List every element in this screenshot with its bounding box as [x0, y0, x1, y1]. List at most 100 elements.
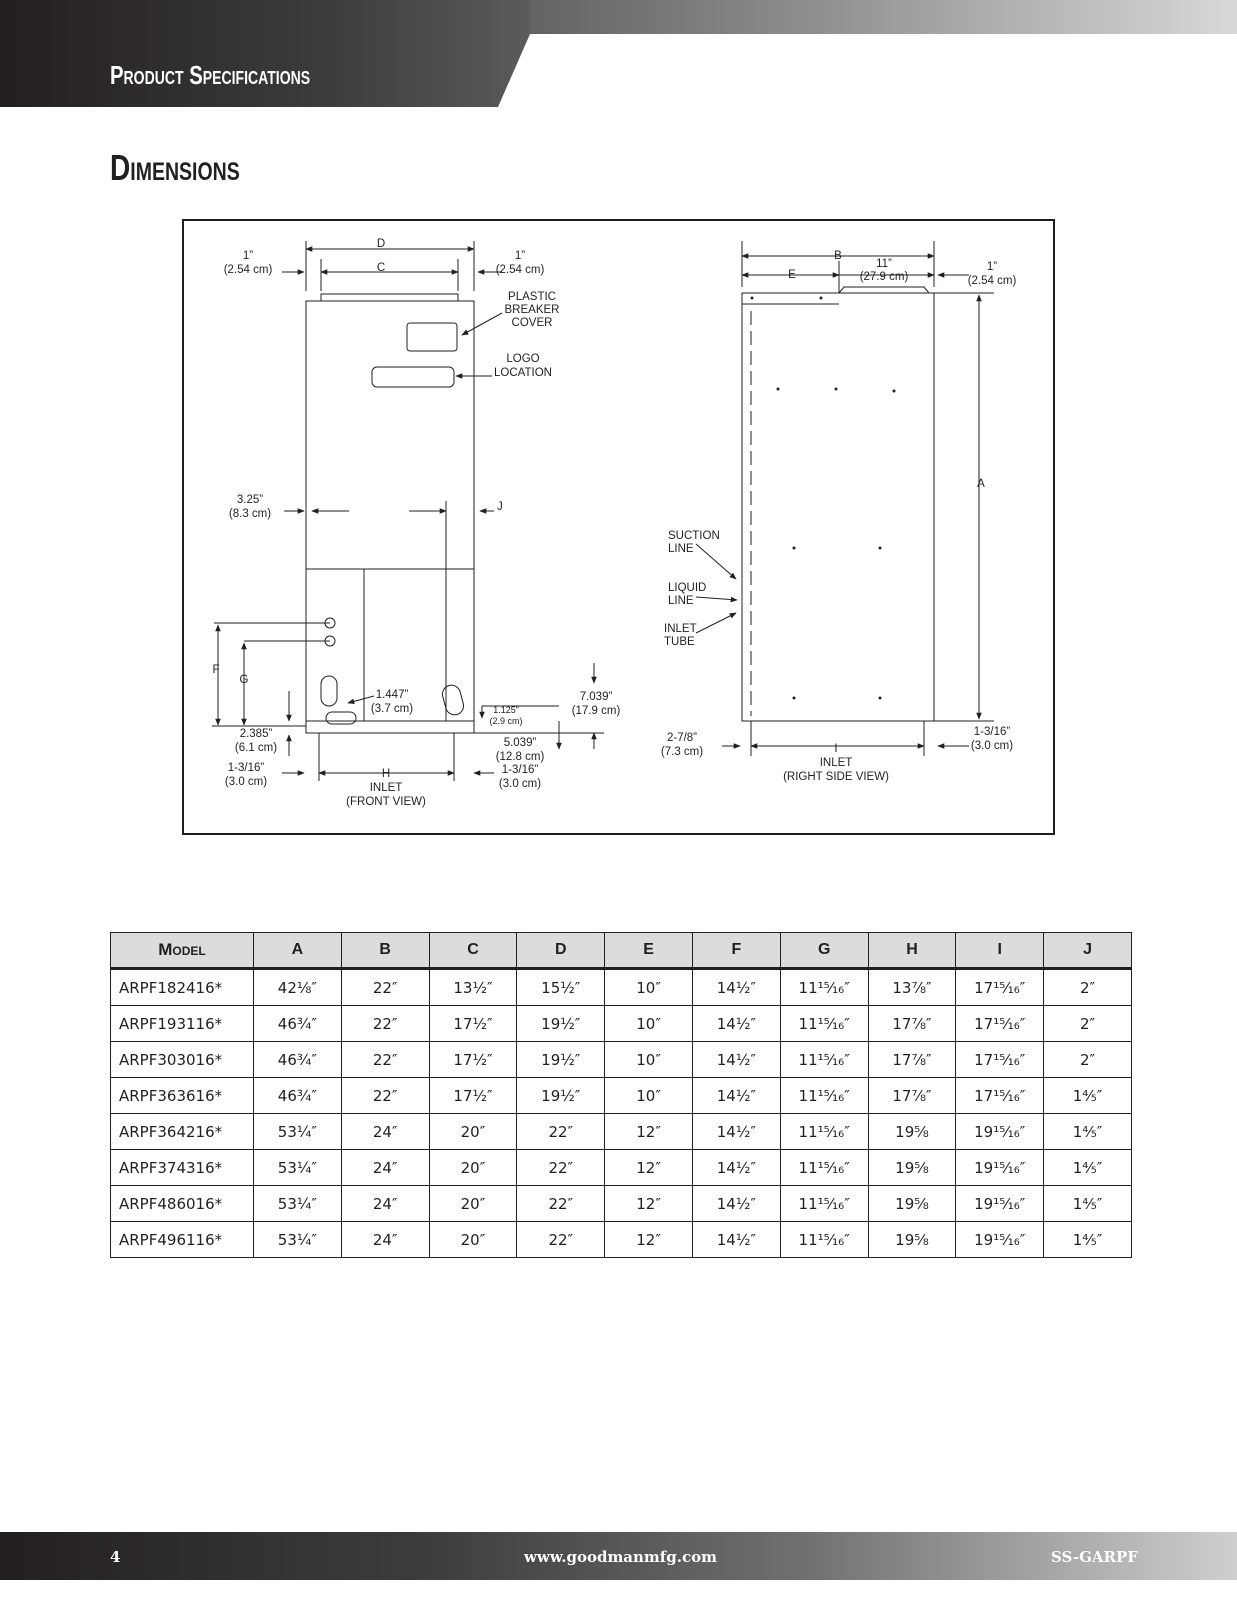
- dimension-cell: 19⅝: [867, 1185, 957, 1222]
- dimension-cell: 2″: [1043, 968, 1132, 1006]
- dimension-cell: 14½″: [691, 1041, 781, 1078]
- dimension-cell: 19¹⁵⁄₁₆″: [955, 1185, 1045, 1222]
- dimension-cell: 46¾″: [253, 1005, 342, 1042]
- dimension-cell: 20″: [428, 1185, 518, 1222]
- label-i: I: [834, 743, 837, 755]
- col-header-h: H: [867, 932, 957, 970]
- col-header-d: D: [516, 932, 606, 970]
- dimension-cell: 1⁴⁄₅″: [1043, 1149, 1132, 1186]
- dimensions-diagram: D C 1” (2.54 cm) 1” (2.54 cm) PLASTIC BR…: [182, 219, 1055, 835]
- label-j: J: [497, 501, 503, 513]
- col-header-i: I: [955, 932, 1045, 970]
- label-1-3-16-left-cm: (3.0 cm): [225, 776, 267, 788]
- dimension-cell: 53¼″: [253, 1113, 342, 1150]
- label-7-039: 7.039”: [580, 691, 613, 703]
- label-7-039-cm: (17.9 cm): [572, 705, 621, 717]
- col-header-f: F: [691, 932, 781, 970]
- model-cell: ARPF303016*: [110, 1041, 254, 1078]
- table-header-row: Model A B C D E F G H I J: [110, 932, 1132, 970]
- dimension-cell: 12″: [604, 1185, 693, 1222]
- dimension-cell: 20″: [428, 1149, 518, 1186]
- front-top-flange: [320, 293, 459, 302]
- logo-location-shape: [371, 366, 455, 388]
- dimension-cell: 22″: [340, 968, 430, 1006]
- label-plastic: PLASTIC: [508, 291, 556, 303]
- footer-url: www.goodmanmfg.com: [524, 1548, 717, 1566]
- dimension-cell: 12″: [604, 1113, 693, 1150]
- dimension-cell: 19¹⁵⁄₁₆″: [955, 1149, 1045, 1186]
- label-suction: SUCTION: [668, 530, 720, 542]
- label-side-1-3-16-cm: (3.0 cm): [971, 740, 1013, 752]
- dimension-cell: 19½″: [516, 1041, 606, 1078]
- dimension-cell: 1⁴⁄₅″: [1043, 1221, 1132, 1258]
- dimension-cell: 14½″: [691, 1113, 781, 1150]
- dimension-cell: 24″: [340, 1113, 430, 1150]
- label-inlet-tube-1: INLET: [664, 623, 697, 635]
- model-cell: ARPF496116*: [110, 1221, 254, 1258]
- table-row: ARPF374316*53¼″24″20″22″12″14½″11¹⁵⁄₁₆″1…: [110, 1149, 1132, 1186]
- dimension-cell: 11¹⁵⁄₁₆″: [779, 1041, 869, 1078]
- dimension-cell: 42⅛″: [253, 968, 342, 1006]
- dimension-cell: 11¹⁵⁄₁₆″: [779, 1185, 869, 1222]
- dimension-cell: 14½″: [691, 1077, 781, 1114]
- label-1-447-cm: (3.7 cm): [371, 703, 413, 715]
- dimension-cell: 19⅝: [867, 1149, 957, 1186]
- col-header-j: J: [1043, 932, 1132, 970]
- dimension-cell: 22″: [340, 1005, 430, 1042]
- dimension-cell: 19½″: [516, 1005, 606, 1042]
- label-1in-left: 1”: [243, 250, 253, 262]
- dimension-cell: 14½″: [691, 1185, 781, 1222]
- dimension-cell: 14½″: [691, 968, 781, 1006]
- dimension-cell: 11¹⁵⁄₁₆″: [779, 1149, 869, 1186]
- col-header-e: E: [604, 932, 693, 970]
- label-1-447: 1.447”: [376, 689, 409, 701]
- dimension-cell: 14½″: [691, 1005, 781, 1042]
- label-breaker: BREAKER: [505, 304, 560, 316]
- dimension-cell: 11¹⁵⁄₁₆″: [779, 1221, 869, 1258]
- dimension-cell: 19⅝: [867, 1221, 957, 1258]
- dimension-cell: 14½″: [691, 1221, 781, 1258]
- front-cabinet-outline: [305, 300, 475, 734]
- col-header-model: Model: [110, 932, 254, 970]
- label-d: D: [377, 238, 385, 250]
- model-cell: ARPF374316*: [110, 1149, 254, 1186]
- dimension-cell: 17⅞″: [867, 1005, 957, 1042]
- dimension-cell: 17¹⁵⁄₁₆″: [955, 1077, 1045, 1114]
- dimension-cell: 19¹⁵⁄₁₆″: [955, 1113, 1045, 1150]
- dimension-cell: 53¼″: [253, 1185, 342, 1222]
- label-1in-right: 1”: [515, 250, 525, 262]
- model-cell: ARPF193116*: [110, 1005, 254, 1042]
- dimension-cell: 13½″: [428, 968, 518, 1006]
- page-number: 4: [110, 1548, 121, 1566]
- dimension-cell: 12″: [604, 1149, 693, 1186]
- dimension-cell: 11¹⁵⁄₁₆″: [779, 1113, 869, 1150]
- table-row: ARPF486016*53¼″24″20″22″12″14½″11¹⁵⁄₁₆″1…: [110, 1185, 1132, 1222]
- label-5-039-cm: (12.8 cm): [496, 751, 545, 763]
- dimensions-table: Model A B C D E F G H I J ARPF182416*42⅛…: [110, 932, 1132, 1258]
- label-a: A: [977, 478, 985, 490]
- dimension-cell: 2″: [1043, 1041, 1132, 1078]
- diagram-drawing: D C 1” (2.54 cm) 1” (2.54 cm) PLASTIC BR…: [212, 238, 1016, 808]
- label-3-25: 3.25”: [237, 494, 263, 506]
- label-logo: LOGO: [506, 353, 539, 365]
- label-h: H: [382, 768, 390, 780]
- dimension-cell: 1⁴⁄₅″: [1043, 1113, 1132, 1150]
- side-cabinet-outline: [741, 292, 935, 722]
- dimension-cell: 17½″: [428, 1041, 518, 1078]
- dimension-cell: 20″: [428, 1113, 518, 1150]
- dimension-cell: 22″: [516, 1149, 606, 1186]
- label-3-25-cm: (8.3 cm): [229, 508, 271, 520]
- col-header-g: G: [779, 932, 869, 970]
- label-c: C: [377, 262, 385, 274]
- label-side-inlet: INLET: [820, 757, 853, 769]
- dimension-cell: 22″: [516, 1113, 606, 1150]
- dimension-cell: 53¼″: [253, 1149, 342, 1186]
- label-1-125-cm: (2.9 cm): [489, 716, 522, 726]
- doc-code: SS-GARPF: [1051, 1548, 1138, 1566]
- dimension-cell: 17⅞″: [867, 1041, 957, 1078]
- dimension-cell: 17¹⁵⁄₁₆″: [955, 968, 1045, 1006]
- dimension-cell: 19½″: [516, 1077, 606, 1114]
- dimension-cell: 53¼″: [253, 1221, 342, 1258]
- breaker-cover-shape: [406, 322, 458, 352]
- label-logo-location: LOCATION: [494, 367, 552, 379]
